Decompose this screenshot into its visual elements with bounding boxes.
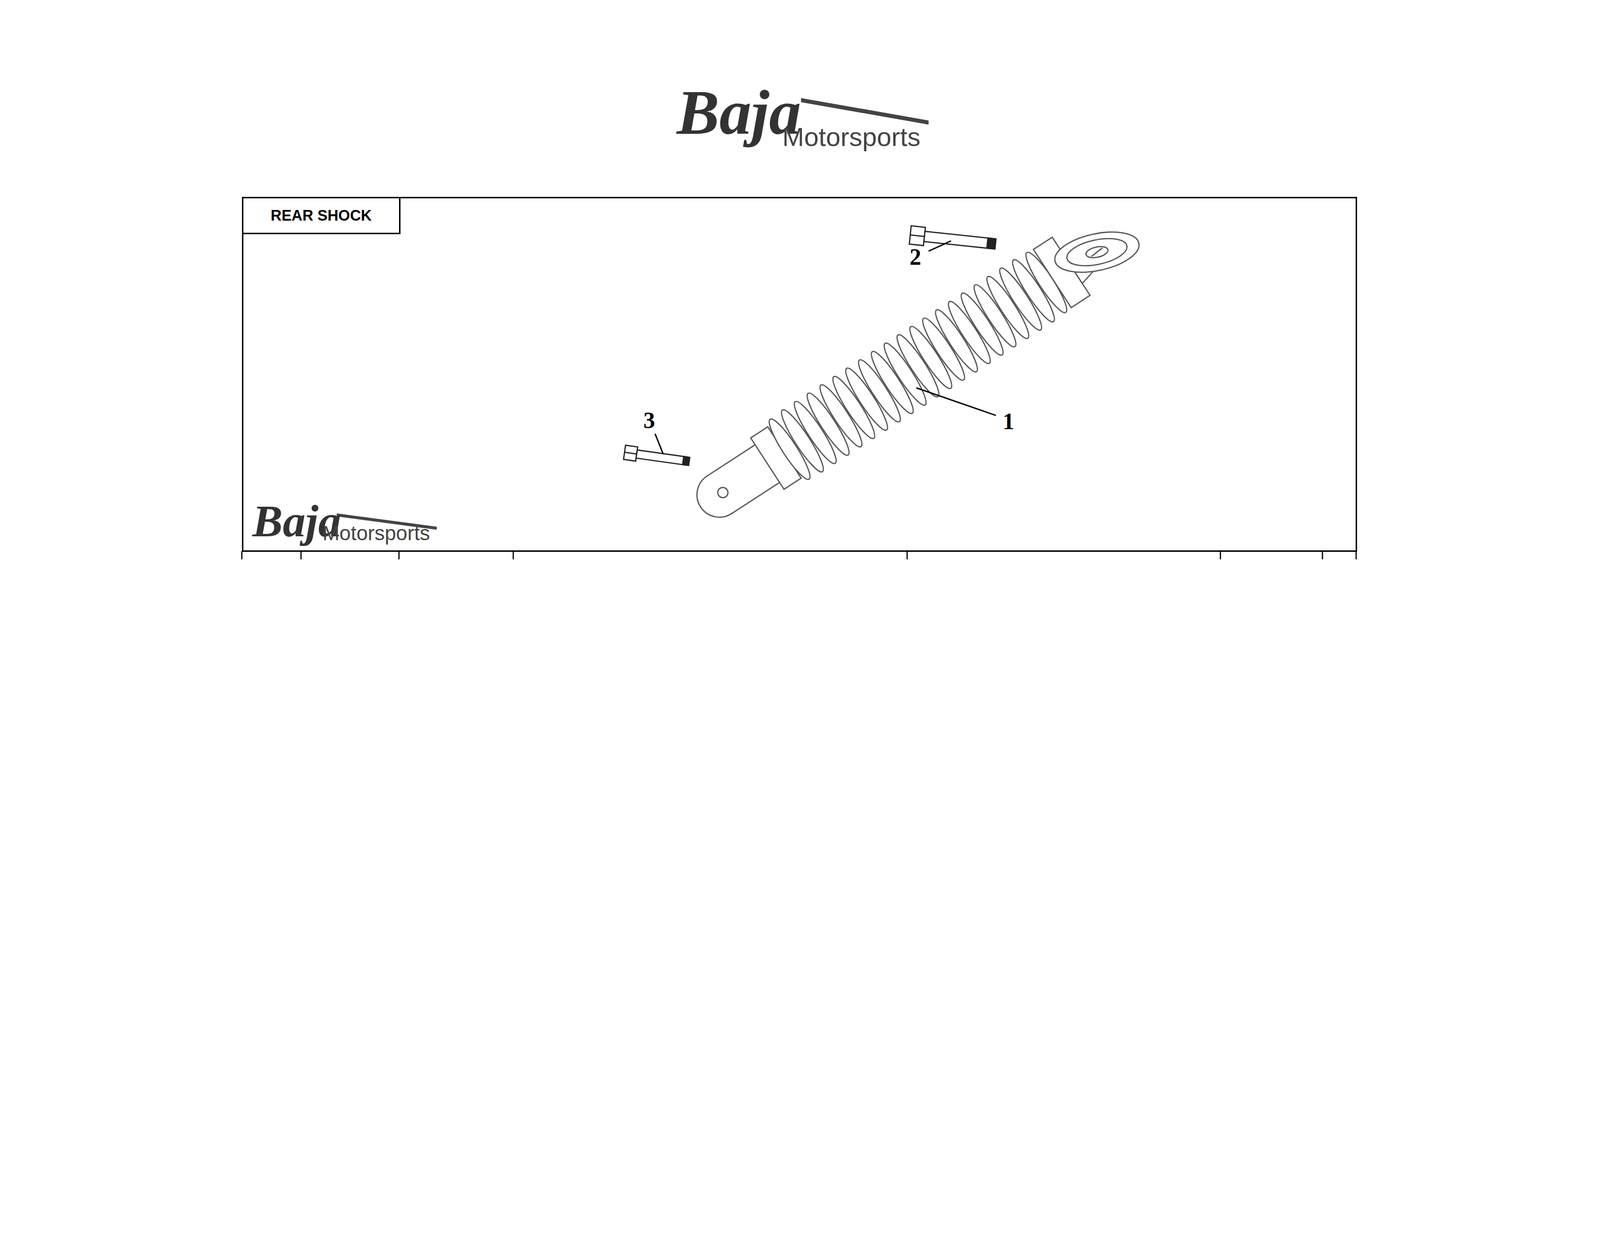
mount-ring — [1051, 225, 1143, 280]
logo-text: Motorsports — [782, 123, 921, 150]
bolt — [623, 445, 690, 469]
leader-line — [928, 240, 951, 252]
logo-text: Motorsports — [322, 523, 431, 544]
title-tab: REAR SHOCK — [243, 198, 401, 235]
shock-absorber — [680, 226, 1104, 538]
callout-number: 3 — [643, 408, 656, 432]
leader-line — [916, 387, 996, 416]
callout-number: 2 — [909, 245, 922, 269]
section-heading: REAR SHOCK — [270, 207, 372, 225]
logo-swoosh — [800, 97, 929, 125]
callout-number: 1 — [1002, 409, 1015, 433]
frame-box: REAR SHOCK — [241, 196, 1358, 552]
bolt — [909, 225, 997, 254]
leader-line — [655, 433, 664, 455]
table-stub — [241, 551, 1357, 560]
